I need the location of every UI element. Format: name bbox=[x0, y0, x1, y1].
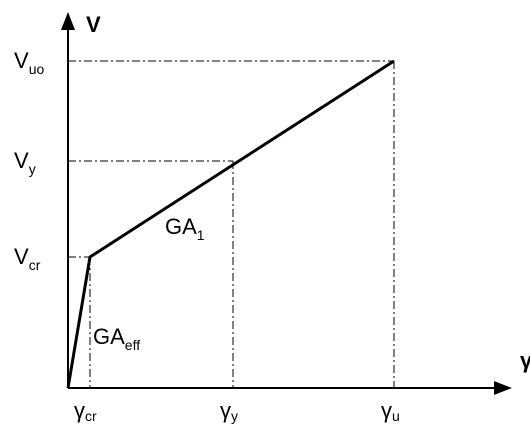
label-ga1: GA1 bbox=[165, 214, 205, 243]
label-gaeff: GAeff bbox=[93, 324, 140, 353]
tick-gcr: γcr bbox=[74, 398, 97, 424]
x-axis-arrow bbox=[494, 381, 512, 395]
tick-vuo: Vuo bbox=[14, 48, 44, 77]
tick-vcr: Vcr bbox=[14, 244, 41, 273]
y-axis-label: V bbox=[86, 12, 101, 37]
y-axis-arrow bbox=[61, 12, 75, 30]
tick-gy: γy bbox=[220, 398, 238, 424]
curve-line bbox=[66, 59, 395, 389]
tick-gu: γu bbox=[381, 398, 400, 424]
x-axis-label: γ bbox=[520, 348, 530, 373]
tick-vy: Vy bbox=[14, 148, 36, 177]
